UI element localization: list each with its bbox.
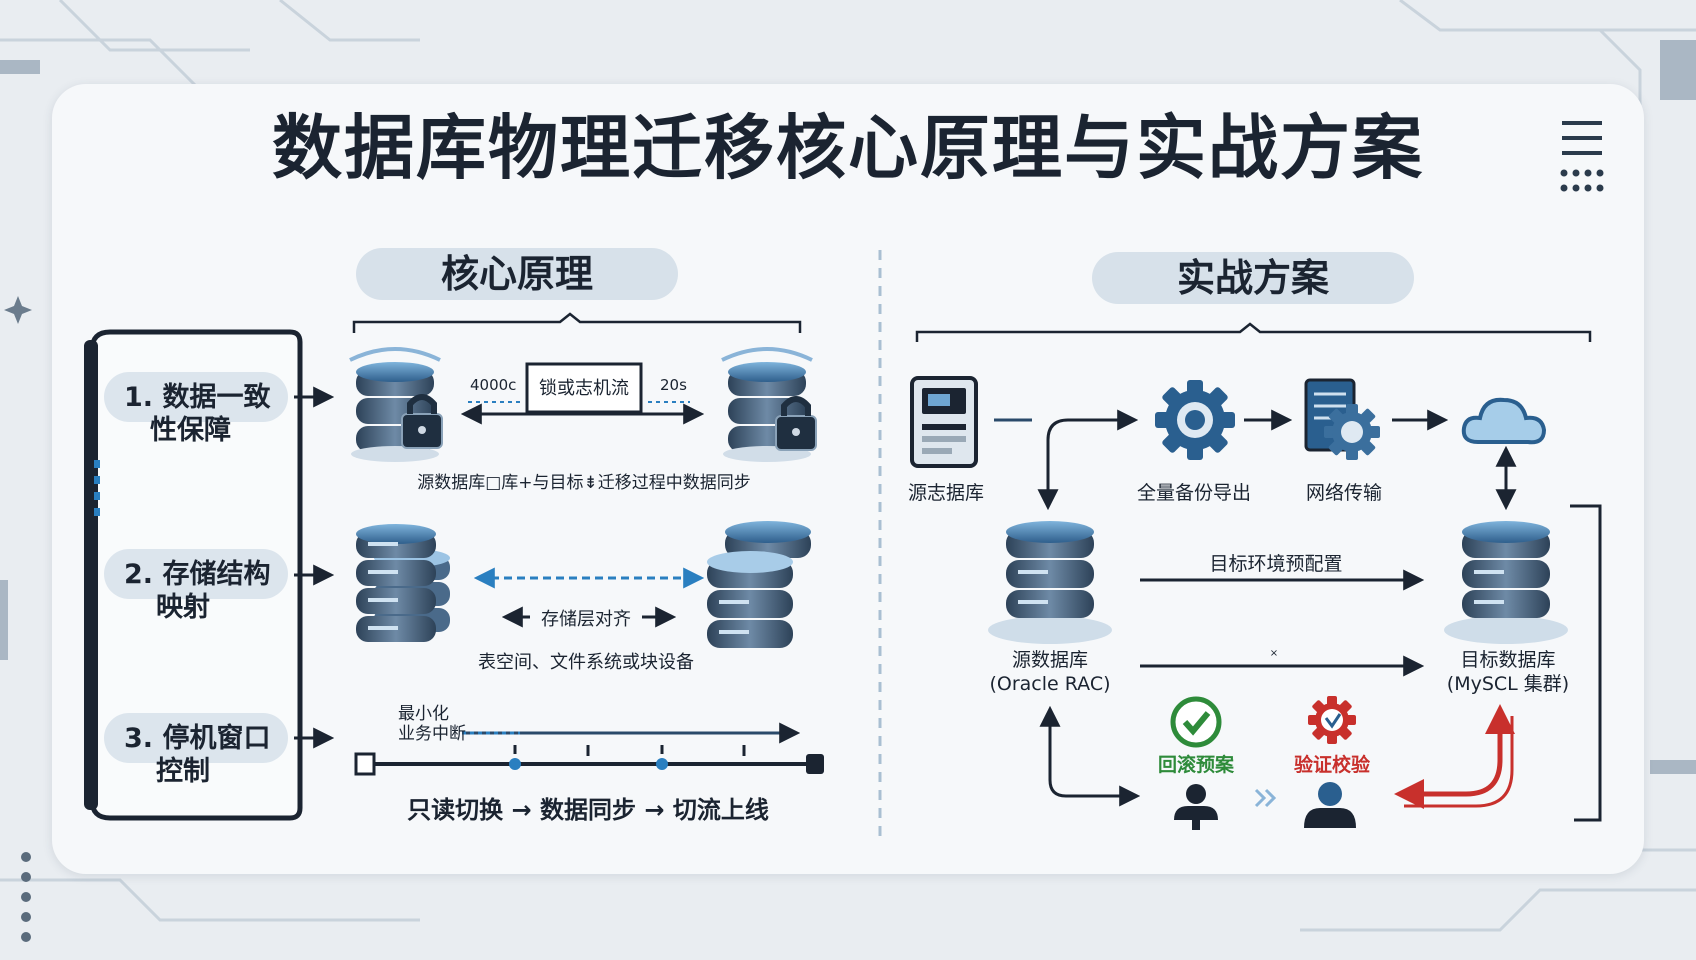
- min-interrupt-label: 最小化 业务中断: [398, 704, 466, 744]
- downtime-steps: 只读切换 → 数据同步 → 切流上线: [407, 796, 769, 824]
- right-tag: 20s: [660, 376, 687, 394]
- principle-item-1-line1: 1. 数据一致: [124, 382, 271, 413]
- cloud-icon: [1461, 397, 1547, 445]
- database-stack-icon: [1444, 521, 1568, 644]
- target-env-label: 目标环境预配置: [1209, 553, 1343, 575]
- principle-item-2-line1: 2. 存储结构: [124, 559, 271, 590]
- target-db-label: 目标数据库 (MySCL 集群): [1447, 648, 1569, 696]
- check-circle-icon: [1170, 696, 1222, 748]
- gear-icon: [1155, 380, 1235, 460]
- alert-gear-icon: [1308, 696, 1356, 744]
- source-db-line2: (Oracle RAC): [989, 673, 1111, 695]
- document-gear-icon: [1304, 378, 1380, 460]
- menu-icon[interactable]: [1558, 118, 1606, 196]
- brace-right: [915, 322, 1592, 342]
- storage-align-label: 存储层对齐: [541, 609, 631, 630]
- principle-item-1-line2: 性保障: [150, 415, 231, 446]
- database-lock-icon: [721, 347, 817, 462]
- principle-item-3-line1: 3. 停机窗口: [124, 723, 271, 754]
- target-db-line1: 目标数据库: [1460, 649, 1556, 671]
- principle-item-1: 1. 数据一致 性保障: [124, 381, 270, 447]
- full-backup-label: 全量备份导出: [1136, 482, 1252, 504]
- database-stack-icon: [356, 524, 450, 642]
- brace-left: [352, 312, 802, 333]
- source-db-line1: 源数据库: [1011, 649, 1088, 671]
- red-return-arrow: [1394, 704, 1515, 809]
- section-heading-practice: 实战方案: [1092, 252, 1414, 304]
- source-server-label: 源志据库: [907, 482, 985, 504]
- user-icon: [1304, 782, 1356, 828]
- server-icon: [910, 376, 978, 468]
- storage-caption: 表空间、文件系统或块设备: [478, 652, 694, 673]
- database-lock-icon: [349, 347, 443, 462]
- network-label: 网络传输: [1305, 482, 1383, 504]
- target-db-line2: (MySCL 集群): [1446, 673, 1570, 695]
- page-title: 数据库物理迁移核心原理与实战方案: [272, 107, 1424, 189]
- database-stack-icon: [707, 521, 811, 648]
- lock-stream-label: 锁或志机流: [539, 378, 629, 399]
- section-heading-principles: 核心原理: [356, 248, 678, 300]
- principle-item-3-line2: 控制: [156, 756, 210, 787]
- principle-item-2-line2: 映射: [156, 592, 210, 623]
- database-stack-icon: [988, 521, 1112, 644]
- user-icon: [1174, 784, 1218, 830]
- min-interrupt-line2: 业务中断: [398, 724, 466, 744]
- source-db-label: 源数据库 (Oracle RAC): [989, 648, 1110, 696]
- tiny-mark: ×: [1269, 648, 1279, 659]
- sync-caption: 源数据库□库+与目标⇟迁移过程中数据同步: [417, 473, 751, 493]
- rollback-label: 回滚预案: [1157, 754, 1235, 776]
- principle-item-2: 2. 存储结构 映射: [124, 558, 270, 624]
- left-tag: 4000c: [470, 376, 517, 394]
- principle-item-3: 3. 停机窗口 控制: [124, 722, 270, 788]
- min-interrupt-line1: 最小化: [398, 704, 449, 724]
- verify-label: 验证校验: [1293, 754, 1371, 776]
